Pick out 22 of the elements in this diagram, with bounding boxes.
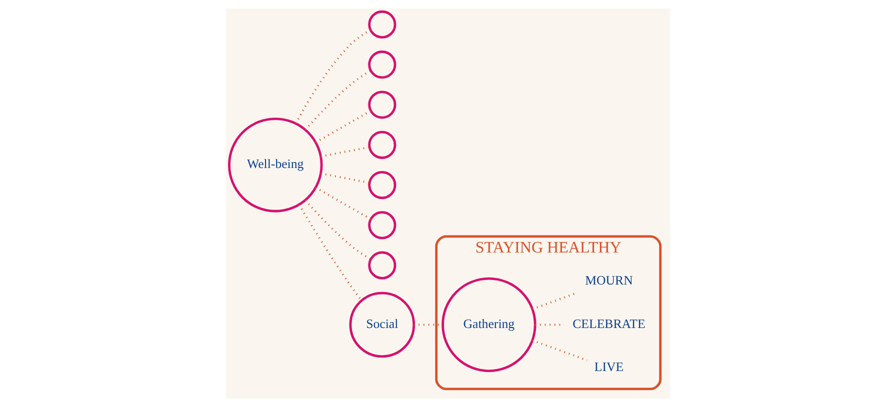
node-circle [368,90,396,119]
connector [320,146,369,158]
node-circle [368,10,396,38]
connector [314,186,371,220]
node-circle [368,130,396,159]
node-circle [368,170,396,200]
connector [298,204,362,302]
node-circle [368,50,396,79]
connector [294,29,370,124]
node-circle [368,211,396,240]
node-text: CELEBRATE [572,316,645,331]
connector [320,172,369,184]
node-circle: Gathering [441,277,536,372]
node-circle [368,251,396,280]
node-circle: Well-being [228,118,322,212]
node-text: MOURN [584,273,632,288]
node-circle: Social [348,292,415,358]
connector [314,110,371,144]
connector [304,70,371,130]
connector [304,200,371,260]
connector [532,339,587,362]
node-text: LIVE [594,360,624,374]
